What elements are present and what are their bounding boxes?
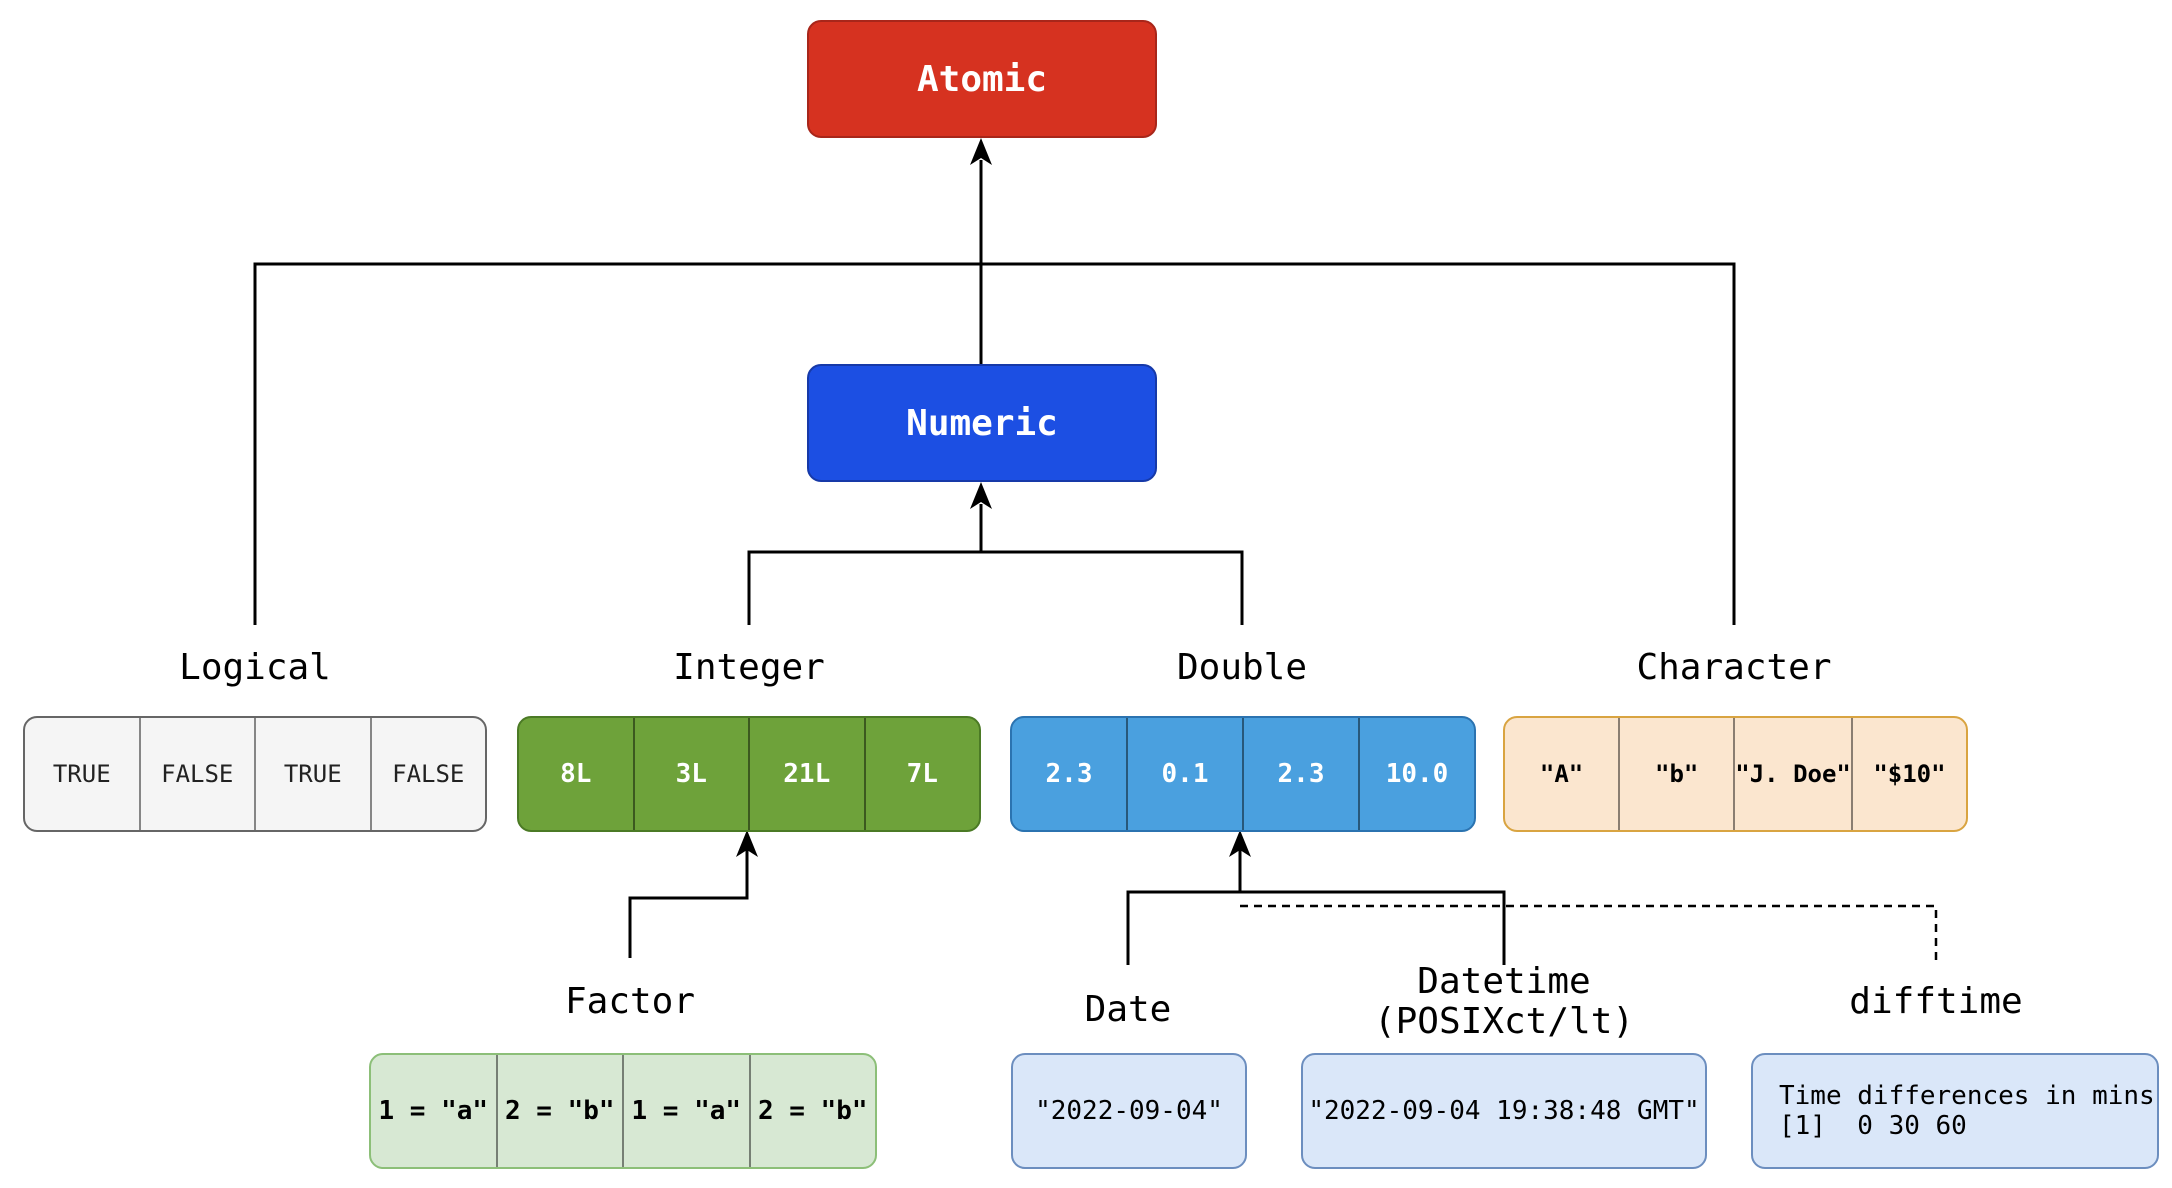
factor-vector: 1 = "a" 2 = "b" 1 = "a" 2 = "b" xyxy=(369,1053,877,1169)
vector-cell: 7L xyxy=(863,718,980,830)
difftime-example-line1: Time differences in mins xyxy=(1779,1081,2155,1111)
vector-cell: FALSE xyxy=(138,718,255,830)
vector-cell: 2 = "b" xyxy=(495,1055,623,1167)
vector-cell: TRUE xyxy=(52,760,111,788)
integer-label: Integer xyxy=(673,647,825,688)
numeric-node: Numeric xyxy=(807,364,1157,482)
character-label: Character xyxy=(1636,647,1832,688)
arrowhead-atomic xyxy=(970,138,992,165)
factor-label: Factor xyxy=(564,981,696,1022)
atomic-node: Atomic xyxy=(807,20,1157,138)
arrowhead-integer xyxy=(736,830,758,857)
vector-cell: 1 = "a" xyxy=(622,1055,749,1167)
difftime-example-line2: [1] 0 30 60 xyxy=(1779,1111,1967,1141)
double-label: Double xyxy=(1176,647,1308,688)
vector-cell: "J. Doe" xyxy=(1733,718,1851,830)
vector-cell: FALSE xyxy=(369,718,486,830)
vector-cell: "$10" xyxy=(1850,718,1966,830)
vector-cell: 3L xyxy=(632,718,749,830)
vector-cell: 2.3 xyxy=(1242,718,1358,830)
vector-cell: 1 = "a" xyxy=(378,1096,489,1126)
difftime-example: Time differences in mins [1] 0 30 60 xyxy=(1751,1053,2159,1169)
vector-cell: TRUE xyxy=(254,718,370,830)
integer-double-bracket xyxy=(747,550,1244,625)
vector-cell: 21L xyxy=(748,718,864,830)
arrowhead-double xyxy=(1229,830,1251,857)
difftime-dashed-line xyxy=(1240,904,1938,962)
vector-cell: 8L xyxy=(560,759,592,789)
vector-cell: 2.3 xyxy=(1045,759,1093,789)
datetime-label: Datetime (POSIXct/lt) xyxy=(1354,962,1654,1042)
double-vector: 2.3 0.1 2.3 10.0 xyxy=(1010,716,1476,832)
difftime-label: difftime xyxy=(1849,981,2023,1022)
vector-cell: "A" xyxy=(1539,760,1584,788)
character-vector: "A" "b" "J. Doe" "$10" xyxy=(1503,716,1968,832)
datetime-label-line2: (POSIXct/lt) xyxy=(1373,1001,1635,1042)
vector-cell: 0.1 xyxy=(1126,718,1242,830)
vector-cell: "b" xyxy=(1618,718,1733,830)
date-label: Date xyxy=(1084,989,1172,1030)
datetime-example: "2022-09-04 19:38:48 GMT" xyxy=(1301,1053,1707,1169)
vector-cell: 2 = "b" xyxy=(748,1055,876,1167)
logical-character-bracket xyxy=(253,262,1736,625)
datetime-label-line1: Datetime xyxy=(1417,961,1591,1002)
logical-vector: TRUE FALSE TRUE FALSE xyxy=(23,716,487,832)
integer-vector: 8L 3L 21L 7L xyxy=(517,716,981,832)
date-datetime-bracket xyxy=(1126,890,1506,965)
factor-to-integer-line xyxy=(628,850,749,958)
date-example: "2022-09-04" xyxy=(1011,1053,1247,1169)
arrowhead-numeric xyxy=(970,482,992,509)
logical-label: Logical xyxy=(179,647,331,688)
vector-cell: 10.0 xyxy=(1358,718,1474,830)
